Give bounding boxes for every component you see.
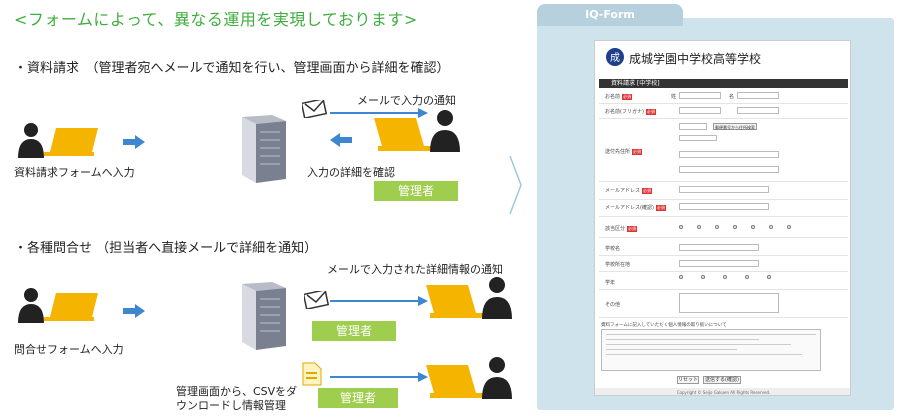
last-name-input[interactable] [679, 92, 721, 99]
server-icon [242, 115, 286, 183]
other-textarea[interactable] [679, 293, 779, 313]
arrow-right-icon [330, 296, 428, 306]
laptop-icon [426, 365, 484, 398]
mei-label: 名 [729, 94, 735, 100]
user-at-laptop-2 [18, 288, 98, 323]
field-label: 該当区分必須 [605, 226, 638, 232]
last-kana-input[interactable] [679, 107, 721, 114]
person-icon [18, 123, 44, 158]
arrow-left-icon [330, 133, 352, 147]
sei-label: 姓 [671, 94, 677, 100]
field-label: 学校名 [605, 246, 621, 252]
first-kana-input[interactable] [737, 107, 779, 114]
address-input-2[interactable] [679, 166, 779, 173]
arrow-right-icon [123, 135, 145, 149]
iqform-tab: IQ-Form [537, 4, 683, 26]
school-name: 成城学園中学校高等学校 [629, 52, 762, 66]
zip-input[interactable] [679, 123, 707, 130]
school-name-input[interactable] [679, 244, 759, 251]
grade-radios[interactable] [679, 275, 799, 281]
category-radios[interactable] [679, 225, 839, 231]
field-label: 学校所在地 [605, 262, 631, 268]
envelope-icon [302, 100, 328, 118]
envelope-icon [304, 291, 330, 309]
person-icon [430, 110, 460, 152]
mail-notice-1: メールで入力の通知 [357, 94, 456, 107]
section1-title: ・資料請求 （管理者宛へメールで通知を行い、管理画面から詳細を確認） [14, 61, 450, 76]
reset-button[interactable]: リセット [677, 376, 699, 384]
first-name-input[interactable] [737, 92, 779, 99]
mail-notice-2: メールで入力された詳細情報の通知 [327, 263, 503, 276]
detail-label: 入力の詳細を確認 [307, 166, 395, 179]
field-label: お名前必須 [605, 94, 633, 100]
admin-label-3: 管理者 [318, 388, 398, 408]
admin-label-2: 管理者 [312, 321, 396, 341]
person-icon [18, 288, 44, 323]
csv-file-icon [302, 362, 322, 386]
user-label-1: 資料請求フォームへ入力 [14, 166, 135, 179]
field-label: お名前(フリガナ)必須 [605, 109, 656, 115]
address-input-1[interactable] [679, 151, 779, 158]
field-label: 送付先住所必須 [605, 149, 643, 155]
privacy-textbox[interactable] [601, 329, 821, 371]
field-label: その他 [605, 302, 621, 308]
laptop-icon [374, 118, 432, 151]
person-icon [482, 357, 512, 399]
page-heading: <フォームによって、異なる運用を実現しております> [14, 10, 418, 29]
form-bar-title: 資料請求 [中学校] [599, 79, 848, 88]
field-label: メールアドレス(確認)必須 [605, 205, 666, 211]
user-at-laptop-1 [18, 123, 98, 158]
server-icon [242, 282, 286, 350]
field-label: 学年 [605, 280, 616, 286]
arrow-right-icon [330, 372, 428, 382]
form-preview: 成 成城学園中学校高等学校 資料請求 [中学校] お名前必須 姓 名 お名前(フ… [594, 40, 851, 396]
school-logo-icon: 成 [606, 48, 624, 66]
admin-label-1: 管理者 [374, 181, 458, 201]
email-input[interactable] [679, 186, 769, 193]
admin-at-laptop-1 [374, 110, 460, 152]
laptop-icon [426, 285, 484, 318]
copyright: Copyright © Seijo Gakuen All Rights Rese… [595, 388, 850, 395]
arrow-right-icon [330, 108, 428, 118]
svg-text:成: 成 [610, 52, 620, 64]
address-search-button[interactable]: 郵便番号から住所検索 [713, 123, 757, 130]
field-label: メールアドレス必須 [605, 188, 653, 194]
arrow-right-icon [123, 304, 145, 318]
chevron-right-icon [509, 155, 522, 215]
confirm-button[interactable]: 送信する(確認) [703, 376, 741, 384]
user-label-2: 問合せフォームへ入力 [14, 343, 124, 356]
admin-at-laptop-2 [426, 277, 512, 319]
prefecture-select[interactable] [679, 135, 717, 141]
school-location-input[interactable] [679, 260, 759, 267]
section2-title: ・各種問合せ （担当者へ直接メールで詳細を通知） [14, 241, 318, 256]
laptop-icon [44, 293, 98, 321]
email-confirm-input[interactable] [679, 203, 769, 210]
laptop-icon [44, 128, 98, 156]
admin-at-laptop-3 [426, 357, 512, 399]
csv-label-line1: 管理画面から、CSVをダ [176, 385, 298, 398]
privacy-heading: 資料フォームに記入していただく個人情報の取り扱いについて [601, 323, 727, 328]
csv-label-line2: ウンロードし情報管理 [176, 399, 286, 412]
person-icon [482, 277, 512, 319]
